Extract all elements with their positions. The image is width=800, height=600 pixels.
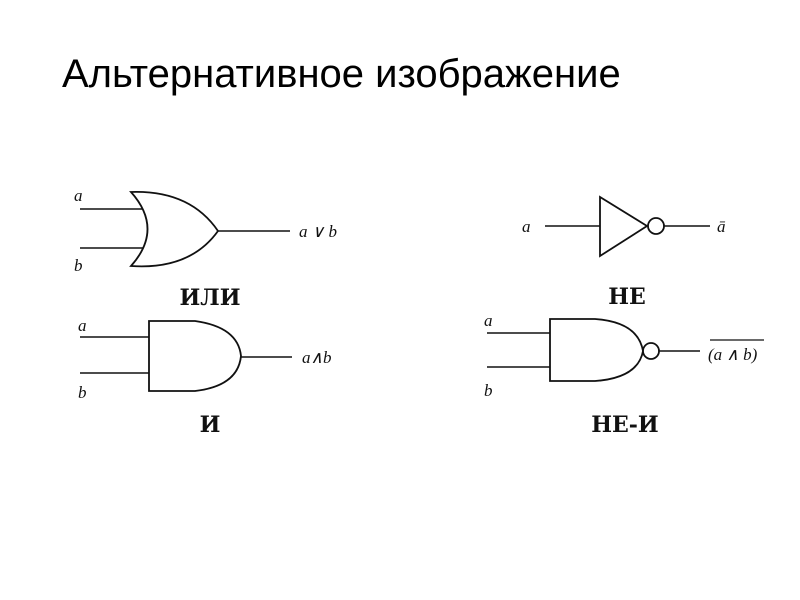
nand-gate-body [549,318,644,382]
or-label-output: a ∨ b [299,222,337,241]
nand-inversion-bubble [642,342,660,360]
not-inversion-bubble [647,217,665,235]
nand-label-output: (a ∧ b) [708,345,758,364]
and-label-output: a∧b [302,348,331,367]
and-caption: И [200,412,221,438]
nand-label-b: b [484,381,493,400]
or-label-b: b [74,256,83,275]
or-caption: ИЛИ [179,285,240,311]
not-caption: НЕ [608,284,646,310]
and-label-b: b [78,383,87,402]
not-gate-body [599,195,649,258]
and-gate-body [148,320,242,392]
not-label-output: ā [717,217,726,236]
nand-gate: a b (a ∧ b) НЕ-И [484,311,764,438]
not-gate: a ā НЕ [522,195,726,310]
and-gate: a b a∧b И [78,316,331,438]
nand-label-a: a [484,311,493,330]
not-label-a: a [522,217,531,236]
slide-title: Альтернативное изображение [62,52,621,96]
or-gate: a b a ∨ b ИЛИ [74,186,337,311]
or-gate-body [129,191,220,268]
nand-caption: НЕ-И [591,412,658,438]
and-label-a: a [78,316,87,335]
or-label-a: a [74,186,83,205]
